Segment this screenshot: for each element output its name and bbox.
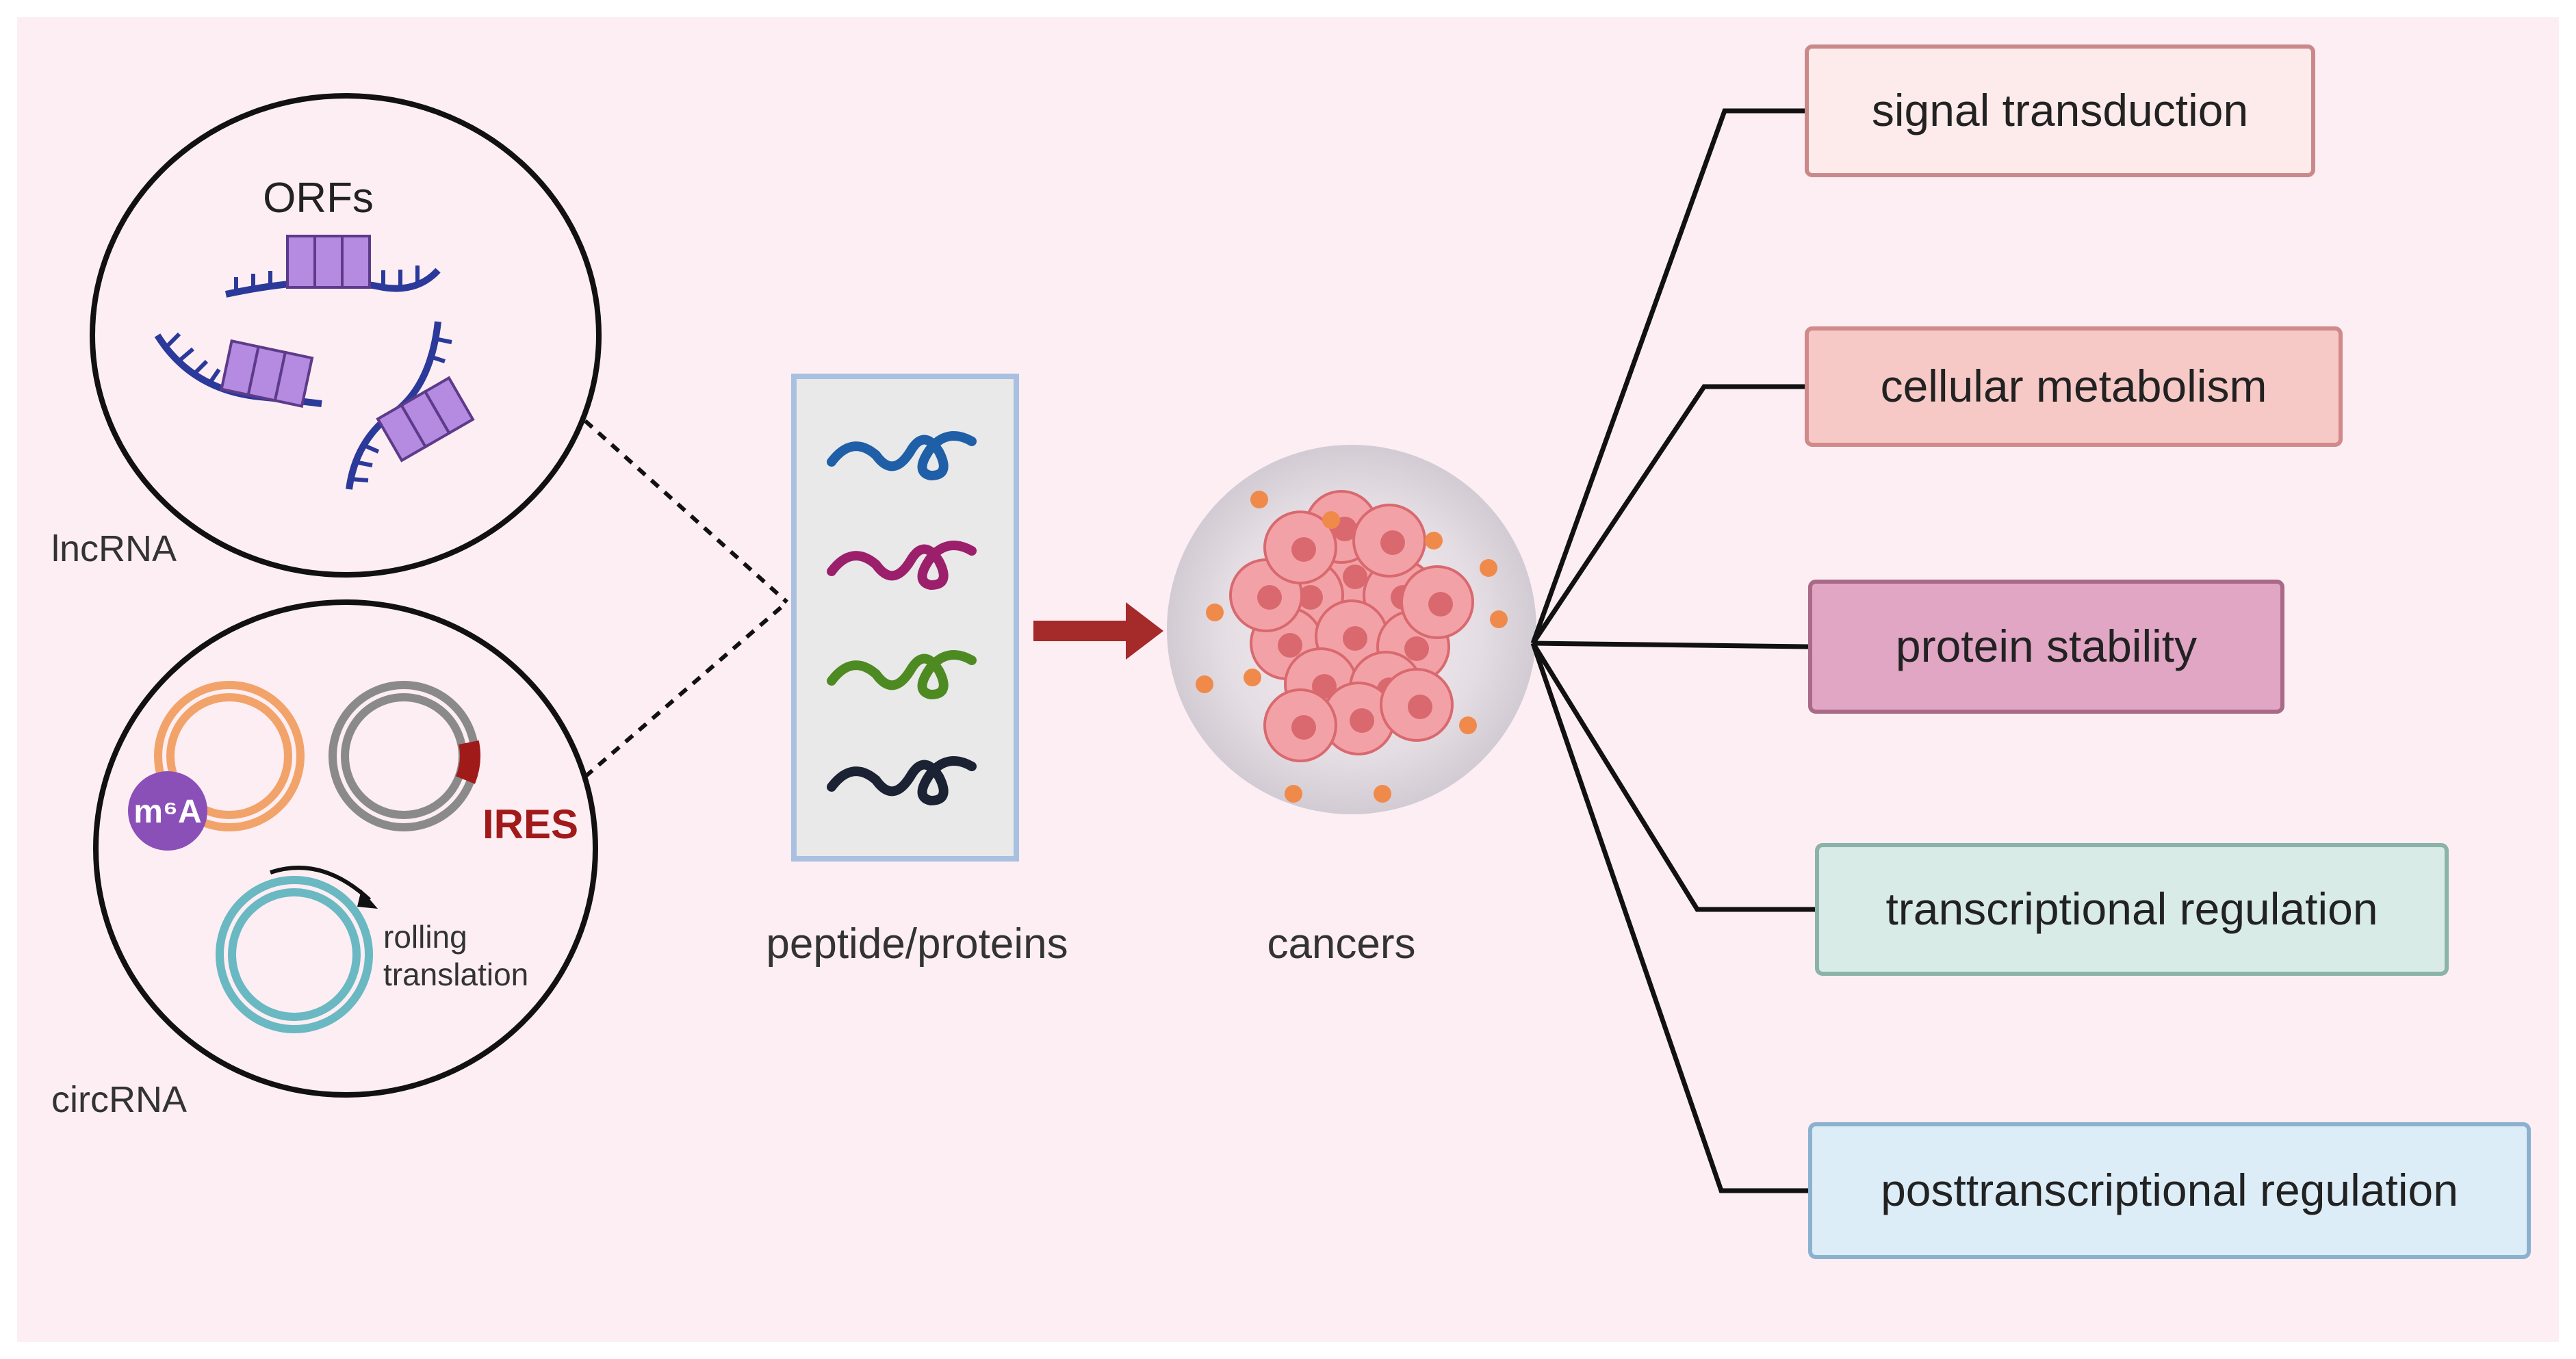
circrna-circle [93,599,598,1098]
ires-segment [455,740,480,784]
cell-dot [1425,532,1443,549]
orf-box-icon [220,339,314,409]
outcome-label: signal transduction [1872,85,2248,135]
orf-box-icon [286,235,371,289]
lncrna-circle [90,93,602,578]
peptide-icon [827,431,977,481]
rolling-arrow-icon [270,866,372,902]
tumor-cell [1380,668,1454,742]
outcome-box: cellular metabolism [1805,326,2343,447]
cell-dot [1196,675,1213,693]
cell-dot [1374,785,1391,803]
orf-box-icon [376,376,475,463]
tumor-cell [1263,510,1337,584]
cell-dot [1285,785,1302,803]
cell-dot [1250,491,1268,508]
peptide-icon [827,541,977,591]
peptide-icon [827,650,977,700]
dotted-connector [584,600,788,779]
branch-line [1531,384,1807,645]
m6a-badge: m⁶A [128,771,207,851]
outcome-label: protein stability [1896,621,2197,671]
tumor-icon [1167,445,1536,814]
lncrna-label: lncRNA [51,528,177,569]
cell-dot [1322,511,1340,529]
peptide-icons [827,431,977,806]
arrow-icon [1033,602,1163,660]
rna-strand-icon [224,235,441,298]
rna-strand-icon [154,332,322,409]
orfs-label: ORFs [263,174,374,222]
outcome-list: signal transduction cellular metabolism pr… [1805,44,2531,1259]
outcome-box: posttranscriptional regulation [1808,1122,2531,1259]
tumor-cell [1352,504,1426,578]
cell-dot [1480,559,1497,577]
outcome-label: cellular metabolism [1881,361,2267,411]
cell-dot [1490,610,1508,628]
outcome-box: transcriptional regulation [1815,843,2449,976]
tumor-cell [1400,565,1474,639]
outcome-box: protein stability [1808,580,2284,714]
lncrna-panel: ORFs [51,93,602,578]
branch-line [1530,108,1807,645]
branch-line [1531,642,1817,912]
cell-dot [1244,669,1261,686]
circrna-panel: m⁶A IRES rolling translation circRNA [51,599,598,1120]
outcome-label: transcriptional regulation [1885,883,2378,934]
translation-label: translation [383,957,528,992]
svg-text:m⁶A: m⁶A [133,794,201,830]
cell-dot [1459,716,1477,734]
peptide-panel: peptide/proteins [766,374,1068,968]
rolling-label: rolling [383,919,467,955]
peptide-label: peptide/proteins [766,920,1068,968]
branch-line [1530,642,1810,1193]
outcome-label: posttranscriptional regulation [1881,1165,2458,1215]
rna-strand-icon [346,321,475,490]
peptide-icon [827,756,977,806]
outcome-box: signal transduction [1805,44,2315,177]
cancers-label: cancers [1267,920,1415,968]
ires-label: IRES [482,801,578,847]
tumor-cell [1263,688,1337,762]
circrna-label: circRNA [51,1079,187,1120]
cell-dot [1206,604,1224,621]
